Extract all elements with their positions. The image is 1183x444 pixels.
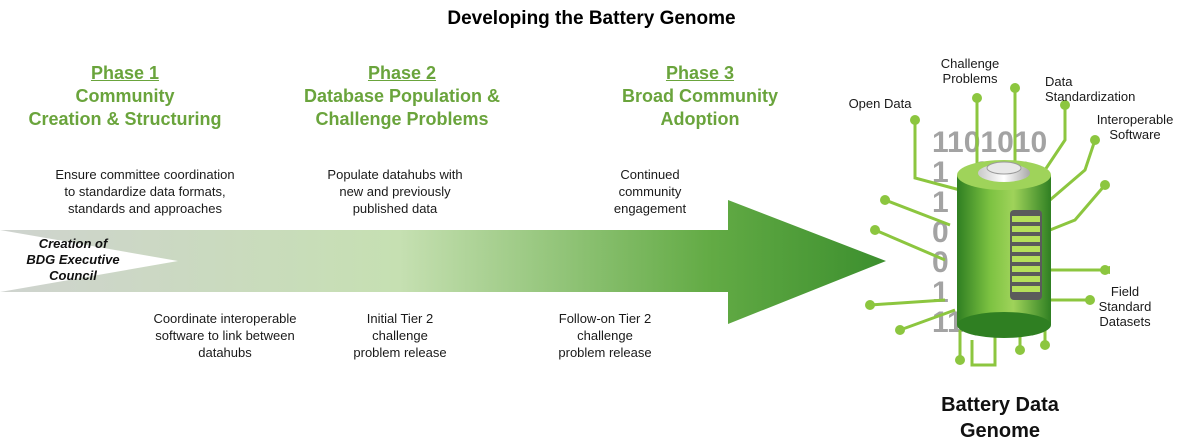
phase-2-bottom-line: Initial Tier 2 [366, 311, 434, 326]
label-field-standard-datasets: Field Standard Datasets [1090, 284, 1160, 329]
council-line: BDG Executive [26, 252, 120, 267]
phase-2-top-description: Populate datahubs with new and previousl… [290, 166, 500, 217]
circuit-nodes [865, 83, 1110, 365]
battery-title-line: Battery Data [941, 394, 1059, 416]
label-line: Challenge [940, 56, 1000, 71]
phase-3-top-line: community [618, 184, 682, 199]
phase-1-bottom-line: software to link between [155, 328, 295, 343]
label-challenge-problems: Challenge Problems [930, 56, 1010, 86]
label-line: Standard [1098, 299, 1152, 314]
battery-data-genome-title: Battery Data Genome [900, 392, 1100, 444]
council-label: Creation of BDG Executive Council [8, 236, 138, 284]
phase-2-top-line: new and previously [339, 184, 451, 199]
council-line: Council [49, 268, 97, 283]
phase-1-number: Phase 1 [90, 63, 160, 83]
phase-2-heading: Phase 2 Database Population & Challenge … [282, 62, 522, 131]
label-line: Datasets [1099, 314, 1151, 329]
phase-3-line-2: Adoption [660, 109, 740, 129]
phase-2-bottom-line: challenge [372, 328, 428, 343]
phase-2-top-line: Populate datahubs with [327, 167, 463, 182]
phase-1-bottom-description: Coordinate interoperable software to lin… [110, 310, 340, 361]
phase-3-heading: Phase 3 Broad Community Adoption [590, 62, 810, 131]
battery-title-line: Genome [959, 420, 1041, 442]
phase-1-top-line: standards and approaches [68, 201, 222, 216]
label-line: Software [1109, 127, 1161, 142]
phase-3-bottom-line: Follow-on Tier 2 [558, 311, 652, 326]
phase-1-line-2: Creation & Structuring [28, 109, 222, 129]
phase-2-bottom-description: Initial Tier 2 challenge problem release [325, 310, 475, 361]
label-line: Field [1110, 284, 1140, 299]
battery-genome-graphic: 1101010 1 0 01 1 0 0 1 0 0 1 1 1101110 [865, 83, 1110, 367]
label-line: Problems [942, 71, 998, 86]
phase-2-bottom-line: problem release [353, 345, 447, 360]
council-line: Creation of [38, 236, 108, 251]
phase-3-line-1: Broad Community [621, 86, 778, 106]
phase-3-number: Phase 3 [665, 63, 735, 83]
label-line: Standardization [1045, 89, 1136, 104]
phase-1-top-description: Ensure committee coordination to standar… [20, 166, 270, 217]
phase-3-bottom-line: challenge [577, 328, 633, 343]
label-line: Interoperable [1096, 112, 1174, 127]
battery-icon [957, 160, 1051, 338]
phase-1-top-line: to standardize data formats, [64, 184, 226, 199]
diagram-title: Developing the Battery Genome [447, 8, 736, 29]
phase-2-line-1: Database Population & [303, 86, 501, 106]
phase-3-top-line: engagement [613, 201, 687, 216]
label-interoperable-software: Interoperable Software [1090, 112, 1180, 142]
phase-1-heading: Phase 1 Community Creation & Structuring [10, 62, 240, 131]
phase-2-line-2: Challenge Problems [315, 109, 489, 129]
phase-1-line-1: Community [75, 86, 175, 106]
progress-arrow [0, 200, 886, 324]
label-data-standardization: Data Standardization [1045, 74, 1165, 104]
phase-1-bottom-line: datahubs [198, 345, 252, 360]
phase-3-bottom-description: Follow-on Tier 2 challenge problem relea… [530, 310, 680, 361]
phase-2-top-line: published data [352, 201, 438, 216]
binary-row: 1101010 [932, 126, 1047, 159]
label-line: Open Data [848, 96, 912, 111]
phase-3-bottom-line: problem release [558, 345, 652, 360]
phase-3-top-line: Continued [620, 167, 680, 182]
phase-2-number: Phase 2 [367, 63, 437, 83]
phase-3-top-description: Continued community engagement [580, 166, 720, 217]
phase-1-top-line: Ensure committee coordination [55, 167, 235, 182]
label-open-data: Open Data [840, 96, 920, 111]
label-line: Data [1045, 74, 1073, 89]
phase-1-bottom-line: Coordinate interoperable [153, 311, 297, 326]
